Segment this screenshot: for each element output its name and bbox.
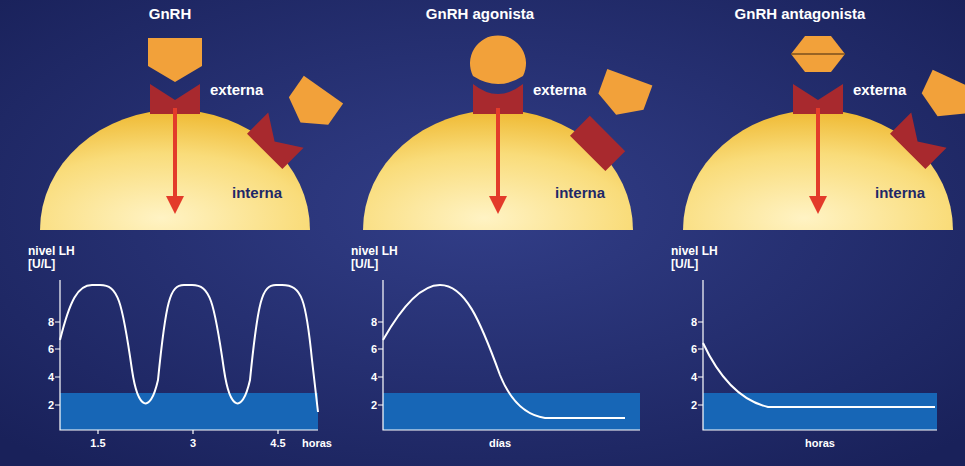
arrow-head bbox=[166, 196, 184, 214]
gnrh-ligand bbox=[148, 38, 202, 82]
receptor bbox=[570, 116, 625, 171]
tick-label: 8 bbox=[48, 316, 54, 328]
tick-marks bbox=[55, 322, 278, 434]
lh-curve bbox=[383, 285, 625, 418]
tick-label: 2 bbox=[48, 399, 54, 411]
lh-plot bbox=[55, 280, 318, 434]
tick-label: 6 bbox=[691, 343, 697, 355]
tick-label: 6 bbox=[371, 343, 377, 355]
region-label: interna bbox=[232, 185, 282, 202]
axis-unit: horas bbox=[302, 437, 332, 449]
region-label: externa bbox=[533, 82, 586, 99]
normal-band bbox=[60, 393, 318, 430]
axis-title: nivel LH [U/L] bbox=[28, 245, 86, 271]
signal-arrow bbox=[816, 108, 820, 198]
lh-plot bbox=[378, 280, 640, 430]
tick-label: 8 bbox=[371, 316, 377, 328]
tick-label: 4 bbox=[48, 371, 54, 383]
region-label: interna bbox=[875, 185, 925, 202]
region-label: externa bbox=[853, 82, 906, 99]
arrow-head bbox=[809, 196, 827, 214]
receptor bbox=[890, 112, 947, 169]
tick-label: 2 bbox=[371, 399, 377, 411]
axis bbox=[703, 280, 937, 430]
tick-label: 2 bbox=[691, 399, 697, 411]
lh-curve bbox=[703, 343, 935, 407]
antagonist-ligand bbox=[791, 36, 845, 72]
axis bbox=[60, 280, 318, 430]
agonist-ligand bbox=[470, 35, 526, 84]
signal-arrow bbox=[496, 108, 500, 198]
lh-plot bbox=[698, 280, 937, 430]
region-label: externa bbox=[210, 82, 263, 99]
panel-title: GnRH bbox=[149, 6, 192, 23]
normal-band bbox=[383, 393, 640, 430]
axis-unit: horas bbox=[805, 437, 835, 449]
ligand-line bbox=[791, 53, 845, 55]
axis bbox=[383, 280, 640, 430]
agonist-cell bbox=[363, 35, 652, 230]
tick-label: 8 bbox=[691, 316, 697, 328]
axis-title: nivel LH [U/L] bbox=[671, 245, 729, 271]
tick-marks bbox=[698, 322, 703, 405]
antagonist-cell bbox=[683, 36, 965, 230]
tick-label: 1.5 bbox=[90, 437, 105, 449]
tick-label: 4 bbox=[691, 371, 697, 383]
panel-title: GnRH agonista bbox=[426, 6, 534, 23]
tick-label: 4 bbox=[371, 371, 377, 383]
arrow-head bbox=[489, 196, 507, 214]
tick-label: 4.5 bbox=[270, 437, 285, 449]
gnrh-ligand bbox=[281, 76, 343, 136]
normal-band bbox=[703, 393, 937, 430]
gnrh-ligand bbox=[916, 70, 965, 127]
tick-marks bbox=[378, 322, 383, 405]
region-label: interna bbox=[555, 185, 605, 202]
axis-unit: días bbox=[489, 437, 511, 449]
receptor bbox=[247, 112, 304, 169]
gnrh-ligand bbox=[594, 69, 653, 123]
tick-label: 3 bbox=[190, 437, 196, 449]
panel-title: GnRH antagonista bbox=[735, 6, 866, 23]
lh-curve bbox=[60, 285, 318, 412]
tick-label: 6 bbox=[48, 343, 54, 355]
gnrh-cell bbox=[40, 38, 343, 230]
axis-title: nivel LH [U/L] bbox=[351, 245, 409, 271]
signal-arrow bbox=[173, 108, 177, 198]
